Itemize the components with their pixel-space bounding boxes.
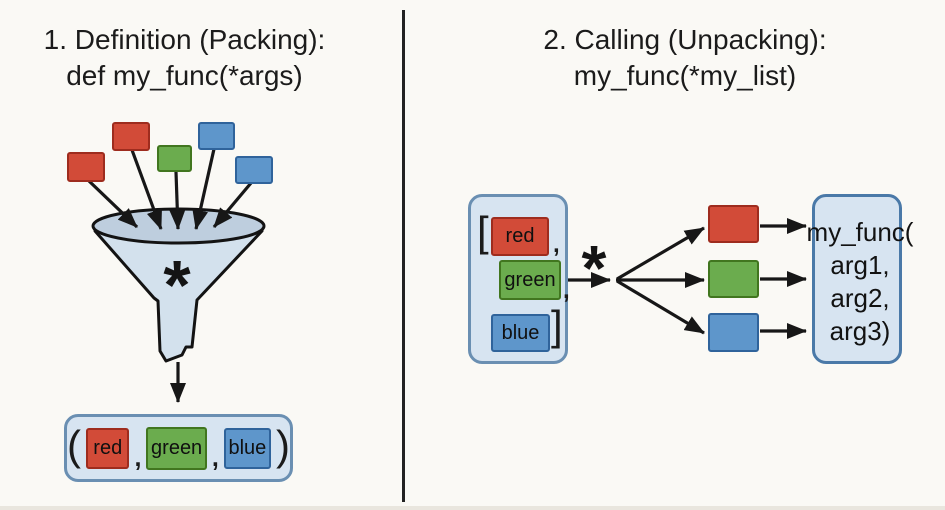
list-item-green-label: green (504, 268, 556, 291)
left-title-line2: def my_func(*args) (66, 60, 303, 91)
left-panel-title: 1. Definition (Packing): def my_func(*ar… (12, 22, 357, 94)
right-panel-title: 2. Calling (Unpacking): my_func(*my_list… (505, 22, 865, 94)
list-item-blue-label: blue (501, 321, 540, 344)
list-container: [ red , green , blue ] (468, 194, 570, 364)
right-title-line1: 2. Calling (Unpacking): (543, 24, 827, 55)
unpacking-arrows (568, 218, 807, 339)
list-comma-2: , (563, 277, 570, 304)
call-box-line1: my_func( (806, 217, 914, 247)
unpacked-chip-blue (708, 313, 759, 352)
right-title-line2: my_func(*my_list) (573, 60, 797, 91)
unpacking-asterisk: * (581, 232, 607, 304)
tuple-comma-2: , (211, 444, 219, 472)
tuple-item-blue-label: blue (228, 436, 267, 459)
list-item-red-label: red (505, 225, 535, 247)
panel-divider (402, 10, 405, 502)
call-box-line2: arg1, (830, 250, 890, 280)
tuple-close-paren: ) (276, 422, 290, 469)
list-item-green: green (499, 260, 561, 300)
tuple-open-paren: ( (67, 422, 81, 469)
tuple-item-red: red (86, 427, 130, 469)
call-box-text: my_func( arg1, arg2, arg3) (800, 216, 920, 348)
list-close-bracket: ] (551, 302, 563, 349)
arg-chip-red-1 (67, 152, 105, 182)
unpacked-chip-green (708, 260, 759, 298)
tuple-container: ( red , green , blue ) (64, 414, 293, 482)
arg-chip-blue-2 (235, 156, 273, 184)
tuple-item-green: green (146, 426, 207, 470)
left-title-line1: 1. Definition (Packing): (43, 24, 326, 55)
arg-chip-blue-1 (198, 122, 235, 150)
bottom-edge (0, 506, 945, 510)
arg-chip-green (157, 145, 192, 172)
packing-asterisk: * (163, 246, 191, 324)
list-item-red: red (491, 217, 549, 256)
call-box-line3: arg2, (830, 283, 890, 313)
call-box-line4: arg3) (829, 316, 891, 346)
tuple-item-red-label: red (93, 436, 123, 459)
list-comma-1: , (553, 231, 560, 258)
list-open-bracket: [ (477, 208, 489, 255)
funnel-shape (93, 229, 264, 363)
list-item-blue: blue (491, 314, 550, 352)
tuple-item-blue: blue (223, 427, 271, 469)
tuple-row: ( red , green , blue ) (67, 417, 290, 479)
packing-arrows (87, 148, 253, 230)
arg-chip-red-2 (112, 122, 150, 151)
tuple-comma-1: , (134, 444, 142, 472)
call-box: my_func( arg1, arg2, arg3) (807, 194, 913, 364)
tuple-item-green-label: green (151, 436, 203, 459)
unpacked-chip-red (708, 205, 759, 243)
